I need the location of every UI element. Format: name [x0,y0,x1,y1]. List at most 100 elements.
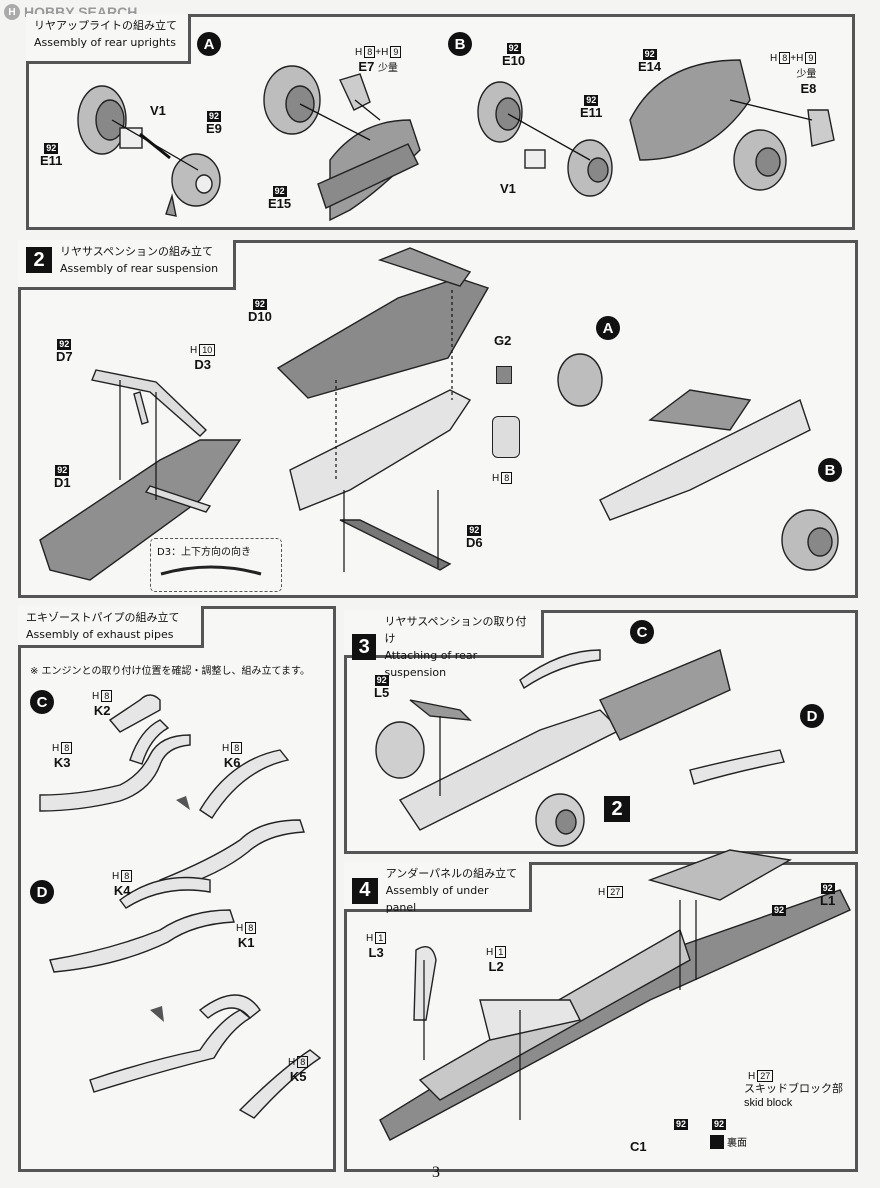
label-l5-num: 92 [374,675,389,686]
label-d10-num: 92 [252,299,267,310]
label-e9-text: E9 [206,121,222,136]
label-92-mid: 92 [674,1116,689,1130]
label-e11-a-num: 92 [44,143,59,154]
step1-title-tab: リヤアップライトの組み立て Assembly of rear uprights [26,14,191,64]
label-l3-h: H [366,933,374,944]
label-d1: 92 D1 [54,462,71,490]
exhaust-sub-d-icon: D [30,880,54,904]
label-g2: G2 [494,333,512,348]
label-k4-hb: 8 [121,870,133,882]
step3-ref-step2: 2 [604,796,630,822]
label-e9-num: 92 [206,111,221,122]
label-92-top: 92 [772,902,787,916]
step3-sub-d-icon: D [800,704,824,728]
label-e15-text: E15 [268,196,292,211]
label-92-right: 92 [712,1116,727,1130]
exhaust-sub-c-icon: C [30,690,54,714]
label-k2-text: K2 [93,703,111,718]
label-k2-hb: 8 [101,690,113,702]
step2-title-tab: 2 リヤサスペンションの組み立て Assembly of rear suspen… [18,240,236,290]
label-e8-h1: H [770,53,778,64]
step1-sub-b-icon: B [448,32,472,56]
label-92-right-num: 92 [712,1119,727,1130]
label-k4-text: K4 [113,883,131,898]
label-e14-text: E14 [638,59,662,74]
label-h27-top-h: H [598,887,606,898]
label-92-top-num: 92 [772,905,787,916]
step4-title-ja: アンダーパネルの組み立て [385,867,518,880]
label-l3-hb: 1 [375,932,387,944]
label-e7-h2: H [381,47,389,58]
label-k5-h: H [288,1057,296,1068]
label-d6-text: D6 [466,535,483,550]
label-skid-ja: スキッドブロック部 [744,1083,843,1095]
back-side-legend: 92 裏面 [710,1134,747,1149]
label-k6-hb: 8 [231,742,243,754]
step4-title-en: Assembly of under panel [385,884,489,914]
label-k1-hb: 8 [245,922,257,934]
label-l2-hb: 1 [495,946,507,958]
label-92-mid-num: 92 [674,1119,689,1130]
d3-orientation-shape [160,565,262,576]
g2-part-icon [496,366,512,384]
h8-part-icon [492,416,520,458]
step2-sub-a-icon: A [596,316,620,340]
label-e11-b-num: 92 [584,95,599,106]
label-e7-small: 少量 [377,63,398,74]
label-e10-text: E10 [502,53,526,68]
label-e8-h2b: 9 [805,52,817,64]
label-l5-text: L5 [374,685,390,700]
label-d3-text: D3 [194,357,211,372]
label-d7-num: 92 [57,339,72,350]
label-l1-text: L1 [820,893,836,908]
label-e11-b: 92 E11 [580,92,602,120]
label-d3-hb: 10 [199,344,216,356]
step4-title-tab: 4 アンダーパネルの組み立て Assembly of under panel [344,862,532,914]
label-e8-plus: + [790,53,797,64]
step3-title-ja: リヤサスペンションの取り付け [384,615,527,645]
step2-sub-b-icon: B [818,458,842,482]
label-e11-b-text: E11 [580,105,603,120]
d3-orientation-note: D3：上下方向の向き [150,538,282,592]
label-d10: 92 D10 [248,296,272,324]
label-k3-hb: 8 [61,742,73,754]
step2-title-ja: リヤサスペンションの組み立て [60,245,214,258]
label-e7-h1b: 8 [364,46,376,58]
label-k6-text: K6 [223,755,241,770]
label-l5: 92 L5 [374,672,389,700]
label-k4-h: H [112,871,120,882]
back-side-legend-text: 裏面 [727,1138,747,1149]
label-k6-h: H [222,743,230,754]
label-d7: 92 D7 [56,336,73,364]
label-e15-num: 92 [272,186,287,197]
label-v1-b: V1 [500,181,516,196]
label-k5-hb: 8 [297,1056,309,1068]
label-e8-small: 少量 [796,69,817,80]
label-d1-text: D1 [54,475,71,490]
label-skid-en: skid block [744,1097,793,1109]
label-h8-h: H [492,473,500,484]
label-k1-text: K1 [237,935,255,950]
label-e14: 92 E14 [638,46,661,74]
step1-sub-a-icon: A [197,32,221,56]
label-e11-a-text: E11 [40,153,63,168]
label-k5-text: K5 [289,1069,307,1084]
exhaust-title-tab: エキゾーストパイプの組み立て Assembly of exhaust pipes [18,606,204,648]
label-l2-text: L2 [488,959,504,974]
label-e7-h1: H [355,47,363,58]
d3-orientation-text: D3：上下方向の向き [157,547,252,558]
label-e8-h1b: 8 [779,52,791,64]
step3-sub-c-icon: C [630,620,654,644]
